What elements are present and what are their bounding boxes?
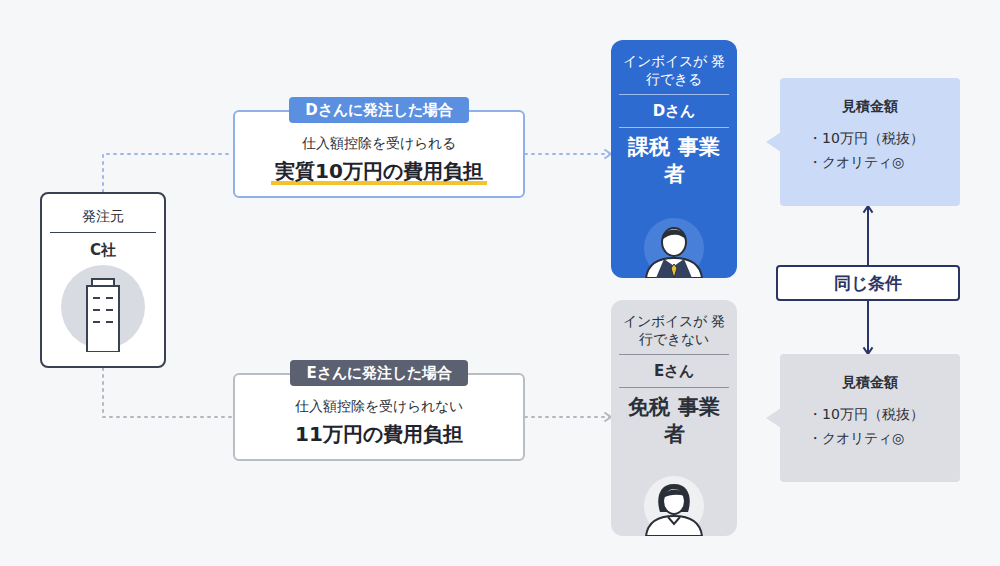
illustration <box>58 262 148 352</box>
person-icon <box>634 214 714 278</box>
order-case-box: Eさんに発注した場合仕入額控除を受けられない11万円の費用負担 <box>233 360 525 461</box>
quote-item: ・10万円（税抜） <box>808 402 944 426</box>
illustration <box>634 472 714 536</box>
arrow-head <box>863 347 872 354</box>
tax-status: 課税 事業者 <box>628 134 720 188</box>
condition-label: 同じ条件 <box>776 265 960 301</box>
building-icon <box>58 262 148 352</box>
connector-line <box>867 206 869 265</box>
box-heading: 発注元 <box>42 206 164 226</box>
bubble-tail <box>766 132 781 152</box>
tax-status: 免税 事業者 <box>628 394 720 448</box>
separator-line <box>619 94 729 95</box>
connector-line <box>525 153 611 155</box>
client-box: 発注元 C社 <box>40 192 166 368</box>
invoice-status: インボイスが 発行できない <box>622 312 726 348</box>
case-body: 仕入額控除を受けられない11万円の費用負担 <box>233 373 525 461</box>
quote-bubble: 見積金額・10万円（税抜）・クオリティ◎ <box>780 354 960 482</box>
quote-heading: 見積金額 <box>796 96 944 116</box>
quote-bubble: 見積金額・10万円（税抜）・クオリティ◎ <box>780 78 960 206</box>
connector <box>863 301 872 354</box>
connector <box>103 368 233 417</box>
connector-line <box>525 416 611 418</box>
company-name: C社 <box>42 239 164 261</box>
case-note: 仕入額控除を受けられる <box>249 132 509 154</box>
separator-line <box>619 387 729 388</box>
condition-text: 同じ条件 <box>834 272 902 294</box>
connector-line <box>867 301 869 354</box>
illustration <box>634 214 714 278</box>
cost-burden: 実質10万円の費用負担 <box>271 156 487 186</box>
person-icon <box>634 472 714 536</box>
case-note: 仕入額控除を受けられない <box>249 395 509 417</box>
separator-line <box>619 127 729 128</box>
order-case-box: Dさんに発注した場合仕入額控除を受けられる実質10万円の費用負担 <box>233 97 525 198</box>
arrow-head <box>863 206 872 213</box>
connector <box>525 412 611 421</box>
bubble-tail <box>766 408 781 428</box>
connector <box>863 206 872 265</box>
arrow-head <box>604 149 611 158</box>
invoice-status: インボイスが 発行できる <box>622 52 726 88</box>
connector-line <box>103 154 233 192</box>
connector-line <box>103 368 233 417</box>
contractor-card: インボイスが 発行できない Eさん免税 事業者 <box>611 300 737 536</box>
cost-burden: 11万円の費用負担 <box>295 419 463 449</box>
connector <box>525 149 611 158</box>
contractor-name: Eさん <box>611 361 737 381</box>
case-heading: Dさんに発注した場合 <box>289 97 468 123</box>
case-body: 仕入額控除を受けられる実質10万円の費用負担 <box>233 110 525 198</box>
quote-item: ・クオリティ◎ <box>808 426 944 450</box>
quote-heading: 見積金額 <box>796 372 944 392</box>
quote-item: ・10万円（税抜） <box>808 126 944 150</box>
contractor-card: インボイスが 発行できる Dさん課税 事業者 <box>611 40 737 278</box>
quote-item: ・クオリティ◎ <box>808 150 944 174</box>
arrow-head <box>604 412 611 421</box>
separator-line <box>619 354 729 355</box>
contractor-name: Dさん <box>611 101 737 121</box>
connector <box>103 154 233 192</box>
case-heading: Eさんに発注した場合 <box>290 360 467 386</box>
separator-line <box>50 232 156 233</box>
